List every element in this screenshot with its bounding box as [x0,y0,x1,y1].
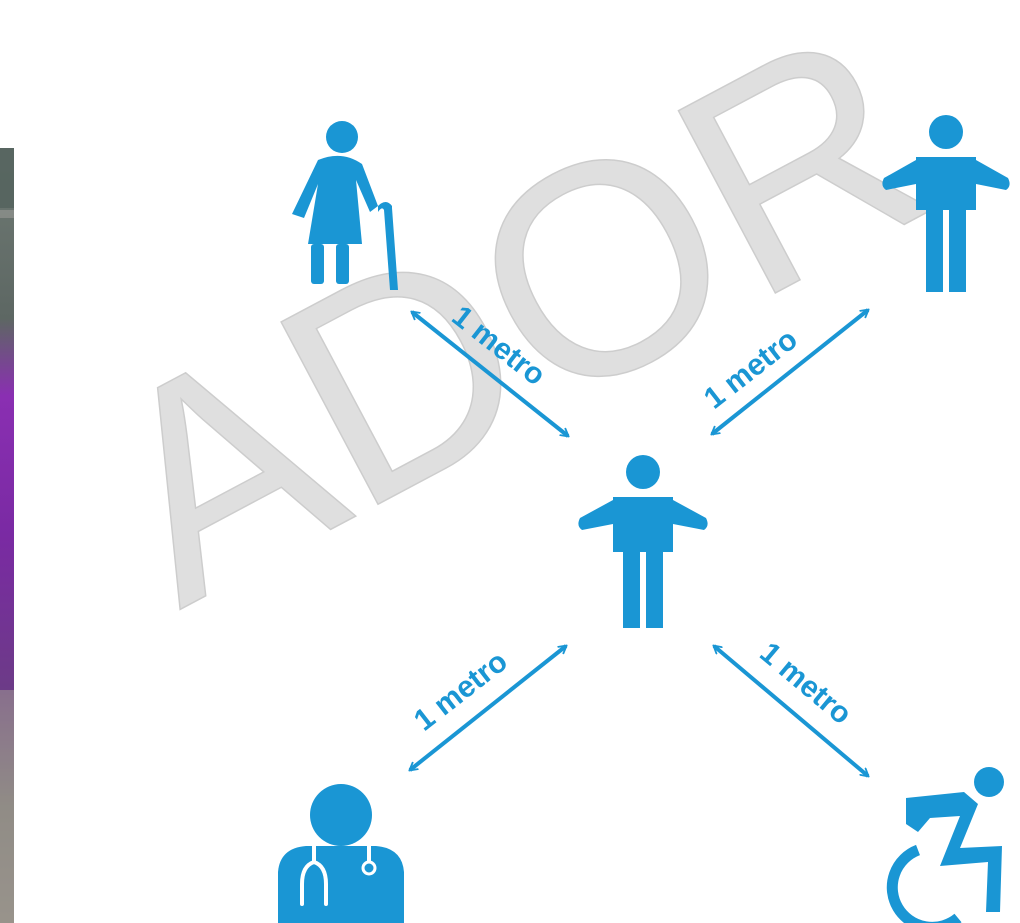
distance-arrow-top-right [712,308,868,436]
distance-label-bottom-right: 1 metro [754,636,858,731]
doctor-with-stethoscope-icon [278,784,404,923]
background-photo-strip [0,148,14,923]
elderly-woman-with-cane-icon [292,121,398,290]
person-shrugging-top-right-icon [882,115,1010,292]
distance-label-bottom-left: 1 metro [408,645,514,738]
person-shrugging-center-icon [578,455,708,628]
distance-arrow-top-left [412,310,568,438]
distance-arrow-bottom-left [410,644,566,772]
wheelchair-user-icon [886,767,1004,923]
distance-arrow-bottom-right [714,644,868,778]
